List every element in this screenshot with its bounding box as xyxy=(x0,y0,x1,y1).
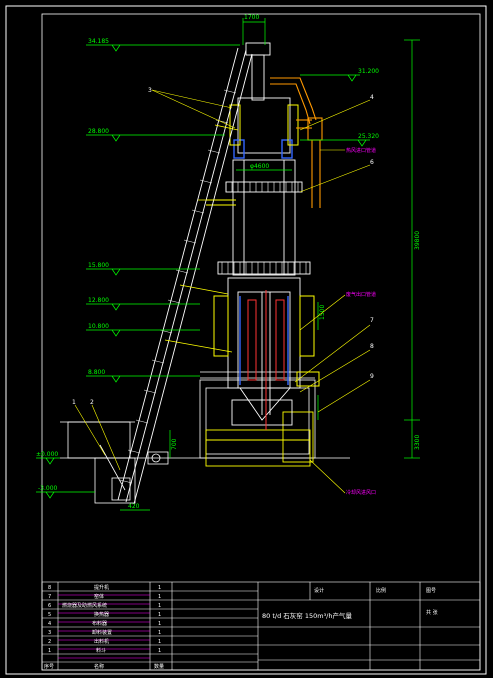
callout-8: 8 xyxy=(370,343,374,350)
ring-hatch xyxy=(221,182,307,274)
parts-qty-7: 1 xyxy=(158,648,161,654)
callout-1: 1 xyxy=(72,399,76,406)
parts-no-7: 1 xyxy=(48,648,51,654)
elev-31: 31.200 xyxy=(358,68,379,75)
parts-name-7: 料斗 xyxy=(96,647,106,654)
parts-no-6: 2 xyxy=(48,639,51,645)
parts-name-2: 燃烧器及助燃风系统 xyxy=(62,602,107,609)
dim-inner-dia: φ4600 xyxy=(250,163,269,170)
parts-name-6: 出料机 xyxy=(94,638,109,645)
parts-no-0: 8 xyxy=(48,585,51,591)
drawing-border xyxy=(5,5,487,675)
callout-9: 9 xyxy=(370,373,374,380)
elev-8: 8.800 xyxy=(88,369,105,376)
exhaust-duct xyxy=(270,77,323,208)
kiln-red-details xyxy=(247,290,285,430)
title-block-accent xyxy=(58,594,150,659)
parts-qty-1: 1 xyxy=(158,594,161,600)
elevation-marks xyxy=(36,44,370,499)
parts-no-5: 3 xyxy=(48,630,51,636)
parts-no-1: 7 xyxy=(48,594,51,600)
main-title: 80 t/d 石灰窑 150m³/h产气量 xyxy=(262,611,352,620)
drawing-inner-border xyxy=(41,13,481,671)
magenta-notes: 热风进口管道 废气出口管道 冷却风进风口 xyxy=(346,147,376,496)
title-dwg-no: 图号 xyxy=(426,588,436,594)
title-scale: 比例 xyxy=(376,587,386,594)
parts-name-0: 提升机 xyxy=(94,584,109,591)
foundation-yellow xyxy=(205,411,314,467)
dimension-lines xyxy=(120,18,420,511)
parts-header-qty: 数量 xyxy=(154,663,164,670)
parts-header-no: 序号 xyxy=(44,663,54,670)
title-text: 80 t/d 石灰窑 150m³/h产气量 设计 比例 图号 共 张 xyxy=(262,587,438,620)
elev-28: 28.800 xyxy=(88,128,109,135)
elev-zero: ±0.000 xyxy=(36,451,58,458)
elev-25: 25.320 xyxy=(358,133,379,140)
parts-qty-0: 1 xyxy=(158,585,161,591)
title-design: 设计 xyxy=(314,587,324,594)
parts-qty-2: 1 xyxy=(158,603,161,609)
note-hot-air: 热风进口管道 xyxy=(346,147,376,154)
inclined-hoist xyxy=(117,47,253,505)
elev-12: 12.800 xyxy=(88,297,109,304)
parts-list-text: 8 提升机 1 7 窑体 1 6 燃烧器及助燃风系统 1 5 换热器 1 4 布… xyxy=(44,584,164,670)
callout-2: 2 xyxy=(90,399,94,406)
parts-name-4: 布料器 xyxy=(92,620,107,627)
elev-10: 10.800 xyxy=(88,323,109,330)
ground-structure xyxy=(60,371,350,504)
elev-top: 34.185 xyxy=(88,38,109,45)
elev-15: 15.800 xyxy=(88,262,109,269)
kiln-body xyxy=(217,42,311,426)
dim-top-width: 1700 xyxy=(244,14,259,21)
callout-leaders xyxy=(74,89,371,494)
hoist-rungs xyxy=(119,89,237,484)
dim-total: 39800 xyxy=(414,231,421,250)
parts-name-3: 换热器 xyxy=(94,611,109,618)
dim-base: 420 xyxy=(128,503,140,510)
hoist-pit xyxy=(99,444,169,501)
callout-4: 4 xyxy=(370,94,374,101)
note-exhaust: 废气出口管道 xyxy=(346,291,376,298)
title-sheets: 共 张 xyxy=(426,609,438,616)
parts-no-4: 4 xyxy=(48,621,51,627)
callout-6: 6 xyxy=(370,159,374,166)
kiln-lining xyxy=(233,139,293,385)
parts-name-1: 窑体 xyxy=(94,593,104,600)
parts-qty-3: 1 xyxy=(158,612,161,618)
dim-lower: 3300 xyxy=(414,435,421,450)
hoist-supports xyxy=(164,124,239,353)
dim-pit: 700 xyxy=(171,438,178,450)
parts-qty-4: 1 xyxy=(158,621,161,627)
parts-header-name: 名称 xyxy=(94,663,104,670)
title-block xyxy=(41,581,481,671)
parts-name-5: 卸料装置 xyxy=(92,629,112,636)
parts-no-2: 6 xyxy=(48,603,51,609)
yellow-platforms xyxy=(206,104,320,387)
parts-no-3: 5 xyxy=(48,612,51,618)
callout-3: 3 xyxy=(148,87,152,94)
elev-neg: -3.000 xyxy=(38,485,58,492)
parts-qty-5: 1 xyxy=(158,630,161,636)
elevation-labels: 34.185 28.800 15.800 12.800 10.800 8.800… xyxy=(36,38,379,492)
callout-7: 7 xyxy=(370,317,374,324)
note-cooling: 冷却风进风口 xyxy=(346,489,376,496)
parts-qty-6: 1 xyxy=(158,639,161,645)
callout-numbers: 3 4 6 7 8 9 1 2 xyxy=(72,87,374,406)
